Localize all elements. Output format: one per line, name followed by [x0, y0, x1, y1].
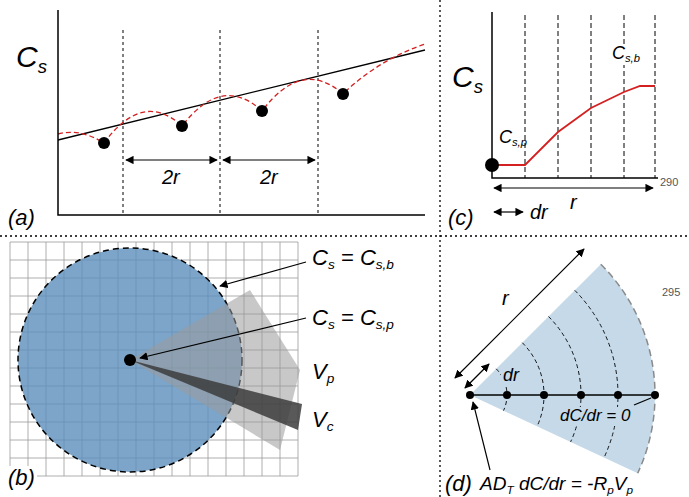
math-label: Cs,b — [610, 44, 642, 65]
panel-divider — [439, 0, 440, 497]
subscript-text: s,p — [512, 136, 527, 148]
label-text: (b) — [8, 465, 35, 490]
math-label: (d) — [443, 472, 474, 496]
panel-d-illustration — [455, 249, 659, 473]
label-text: 0 — [621, 406, 630, 425]
label-text: (c) — [448, 205, 474, 230]
math-label: ADTdC/dr=-RpVp — [478, 474, 635, 496]
label-text: C — [360, 305, 376, 330]
subscript-text: c — [327, 419, 334, 434]
label-text: C — [499, 127, 512, 147]
label-text: C — [452, 60, 474, 93]
line-number: 295 — [660, 286, 682, 298]
subscript-text: s,b — [376, 257, 394, 272]
panel-b-illustration — [10, 242, 306, 476]
subscript-text: s — [474, 76, 483, 97]
label-text: 2r — [162, 166, 180, 188]
subscript-text: s — [328, 317, 335, 332]
label-text: AD — [480, 473, 506, 494]
label-text: C — [312, 305, 328, 330]
math-label: (a) — [6, 206, 37, 230]
subscript-text: T — [506, 483, 513, 496]
label-text: V — [312, 359, 327, 384]
math-label: r — [568, 191, 579, 213]
math-label: Cs — [14, 40, 49, 77]
label-text: C — [612, 43, 625, 63]
panel-divider — [0, 235, 689, 236]
label-text: (d) — [445, 471, 472, 496]
label-text: 290 — [660, 176, 678, 188]
math-label: Cs — [450, 60, 485, 97]
math-label: Cs,p — [497, 128, 529, 149]
subscript-text: s,b — [625, 52, 640, 64]
subscript-text: p — [327, 371, 335, 386]
label-text: dC/dr — [560, 406, 602, 425]
label-text: = — [341, 305, 354, 330]
math-label: Vc — [310, 408, 336, 434]
math-label: dC/dr= 0 — [558, 407, 632, 426]
panel-a-plot — [58, 10, 425, 215]
label-text: 295 — [662, 286, 680, 298]
math-label: 2r — [160, 166, 182, 188]
math-label: Vp — [310, 360, 336, 386]
label-text: C — [312, 245, 328, 270]
label-text: = — [606, 406, 616, 425]
subscript-text: s,p — [376, 317, 394, 332]
label-text: dC/dr — [519, 473, 565, 494]
label-text: dr — [503, 365, 519, 385]
subscript-text: s — [38, 56, 47, 77]
math-label: 2r — [258, 166, 280, 188]
subscript-text: p — [607, 483, 614, 496]
math-label: r — [500, 287, 511, 309]
math-label: dr — [528, 201, 550, 223]
label-text: dr — [530, 201, 548, 223]
subscript-text: s — [328, 257, 335, 272]
label-text: r — [570, 191, 577, 213]
label-text: V — [312, 407, 327, 432]
line-number: 290 — [658, 176, 680, 188]
label-text: -R — [587, 473, 607, 494]
math-label: dr — [501, 366, 521, 386]
math-label: (b) — [6, 466, 37, 490]
math-label: Cs=Cs,b — [310, 246, 396, 272]
label-text: C — [360, 245, 376, 270]
label-text: (a) — [8, 205, 35, 230]
label-text: V — [614, 473, 627, 494]
subscript-text: p — [626, 483, 633, 496]
label-text: = — [341, 245, 354, 270]
label-text: 2r — [260, 166, 278, 188]
label-text: r — [502, 287, 509, 309]
math-label: (c) — [446, 206, 476, 230]
math-label: Cs=Cs,p — [310, 306, 396, 332]
panel-c-plot — [485, 12, 658, 212]
label-text: = — [571, 473, 582, 494]
label-text: C — [16, 40, 38, 73]
